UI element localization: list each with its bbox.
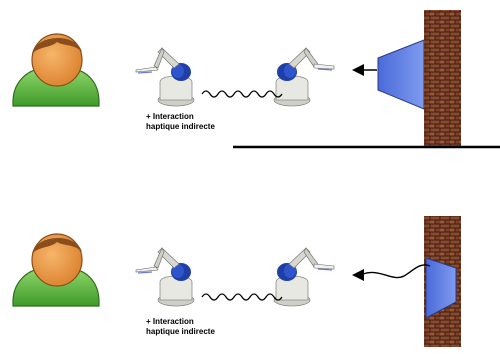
user-avatar-icon [12, 233, 100, 307]
haptic-arm-icon [273, 47, 335, 107]
haptic-arm-icon [273, 247, 335, 307]
caption-bottom: + Interaction haptique indirecte [146, 317, 215, 337]
haptic-robot-icon [135, 47, 195, 107]
wall-icon [424, 10, 461, 146]
haptic-robot-icon [135, 247, 195, 307]
scene-bottom [12, 216, 461, 347]
arrowhead [352, 269, 364, 281]
screen-panel-icon [377, 39, 425, 110]
screen-panel-icon [425, 257, 457, 319]
caption-line-2: haptique indirecte [146, 122, 215, 131]
user-avatar-icon [12, 33, 100, 107]
caption-line-2: haptique indirecte [146, 327, 215, 336]
caption-top: + Interaction haptique indirecte [146, 112, 215, 132]
deformed-path [362, 264, 431, 279]
cable-line [201, 293, 283, 301]
cable-line [201, 90, 283, 98]
arrowhead [352, 64, 364, 76]
caption-line-1: + Interaction [146, 317, 194, 326]
caption-line-1: + Interaction [146, 112, 194, 121]
scene-top [12, 10, 500, 149]
